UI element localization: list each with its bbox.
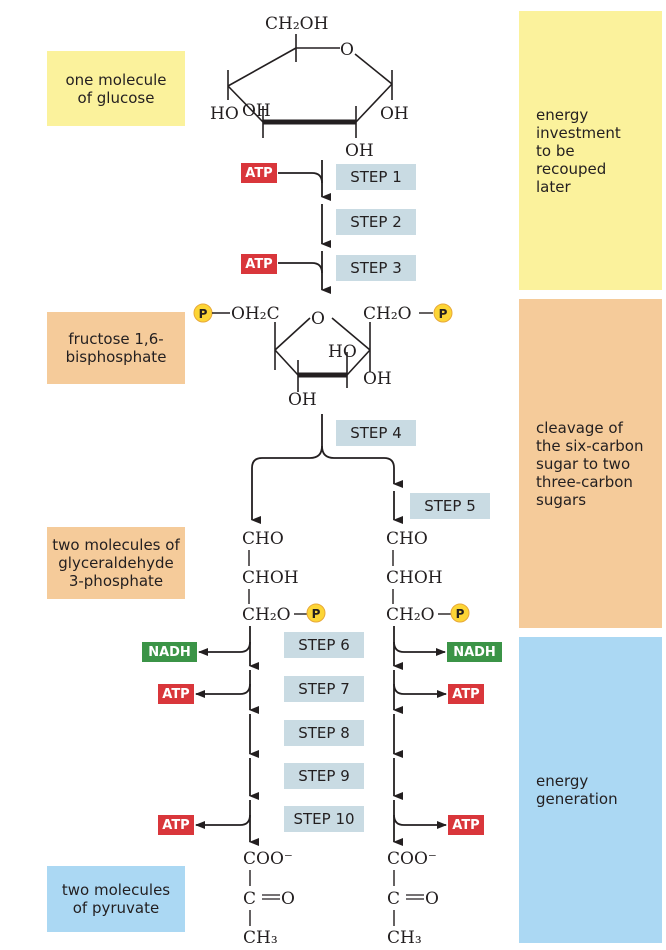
atp-output-step10-left: ATP: [158, 815, 194, 835]
label-g3p-text: two molecules of glyceraldehyde 3-phosph…: [52, 536, 180, 590]
atp-output-arrow-step10-left: [195, 814, 251, 829]
atp-output-step10-right: ATP: [448, 815, 484, 835]
step-2: STEP 2: [336, 209, 416, 235]
right-column-arrows: [393, 626, 447, 846]
atp-feed-step-3: [278, 262, 323, 274]
phosphate-label: P: [439, 307, 448, 321]
phosphate-label: P: [456, 607, 465, 621]
label-pyruvate-text: two molecules of pyruvate: [61, 881, 171, 917]
phosphate-icon: [433, 303, 453, 323]
step-5: STEP 5: [410, 493, 490, 519]
nadh-output-right: NADH: [447, 642, 502, 662]
phosphate-icon: [306, 603, 326, 623]
step-3: STEP 3: [336, 255, 416, 281]
panel-energy-investment: energy investment to be recouped later: [519, 11, 662, 290]
fructose-ho: HO: [328, 342, 357, 362]
g3p-left-c3: CH₂O: [242, 605, 291, 625]
atp-input-step3: ATP: [241, 254, 277, 274]
glucose-ring-oxygen: O: [340, 40, 354, 60]
g3p-left-c1: CHO: [242, 529, 284, 549]
step-9: STEP 9: [284, 763, 364, 789]
step-4: STEP 4: [336, 420, 416, 446]
step-7: STEP 7: [284, 676, 364, 702]
pyruvate-left-c3: CH₃: [243, 928, 278, 948]
pyruvate-right-c1: COO⁻: [387, 849, 437, 869]
g3p-right-c1: CHO: [386, 529, 428, 549]
label-fructose-text: fructose 1,6- bisphosphate: [65, 330, 167, 366]
phosphate-label: P: [312, 607, 321, 621]
panel-energy-generation: energy generation: [519, 637, 662, 943]
atp-output-step7-right: ATP: [448, 684, 484, 704]
pyruvate-left-c1: COO⁻: [243, 849, 293, 869]
step-1: STEP 1: [336, 164, 416, 190]
phosphate-icon: [450, 603, 470, 623]
glucose-oh-c1: OH: [380, 104, 409, 124]
panel-cleavage: cleavage of the six-carbon sugar to two …: [519, 299, 662, 628]
nadh-output-arrow-left: [198, 641, 251, 656]
nadh-output-arrow-right: [393, 641, 446, 656]
nadh-output-left: NADH: [142, 642, 197, 662]
atp-input-step1: ATP: [241, 163, 277, 183]
atp-output-arrow-step7-left: [195, 683, 251, 698]
label-glucose: one molecule of glucose: [47, 51, 185, 126]
step-6: STEP 6: [284, 632, 364, 658]
g3p-right-c2: CHOH: [386, 568, 443, 588]
pyruvate-left-c2: C: [243, 889, 256, 909]
label-glucose-text: one molecule of glucose: [65, 70, 167, 107]
atp-output-arrow-step7-right: [393, 683, 447, 698]
fructose-ring: [274, 317, 371, 392]
step-10: STEP 10: [284, 806, 364, 832]
arrow-step-4-split: [251, 414, 403, 524]
glucose-ch2oh: CH₂OH: [265, 14, 328, 34]
pyruvate-left-o: O: [281, 889, 295, 909]
fructose-oh-bottom: OH: [288, 390, 317, 410]
label-pyruvate: two molecules of pyruvate: [47, 866, 185, 932]
step-8: STEP 8: [284, 720, 364, 746]
atp-feed-step-1: [278, 172, 323, 184]
pyruvate-right-o: O: [425, 889, 439, 909]
panel-cleavage-text: cleavage of the six-carbon sugar to two …: [536, 418, 644, 509]
label-fructose-bisphosphate: fructose 1,6- bisphosphate: [47, 312, 185, 384]
pyruvate-right-c3: CH₃: [387, 928, 422, 948]
glucose-oh-c4: OH: [242, 101, 271, 121]
label-glyceraldehyde-3-phosphate: two molecules of glyceraldehyde 3-phosph…: [47, 527, 185, 599]
left-column-arrows: [195, 626, 259, 846]
g3p-left-c2: CHOH: [242, 568, 299, 588]
pyruvate-right-c2: C: [387, 889, 400, 909]
g3p-right-c3: CH₂O: [386, 605, 435, 625]
atp-output-step7-left: ATP: [158, 684, 194, 704]
glucose-oh-c2: OH: [345, 141, 374, 161]
atp-output-arrow-step10-right: [393, 814, 447, 829]
fructose-left-group: OH₂C: [231, 304, 280, 324]
fructose-ring-oxygen: O: [311, 309, 325, 329]
fructose-oh-right: OH: [363, 369, 392, 389]
glucose-structure: [227, 34, 393, 138]
panel-investment-text: energy investment to be recouped later: [536, 105, 621, 196]
fructose-right-group: CH₂O: [363, 304, 412, 324]
panel-generation-text: energy generation: [536, 772, 618, 808]
phosphate-label: P: [199, 307, 208, 321]
glucose-ho-c3: HO: [210, 104, 239, 124]
